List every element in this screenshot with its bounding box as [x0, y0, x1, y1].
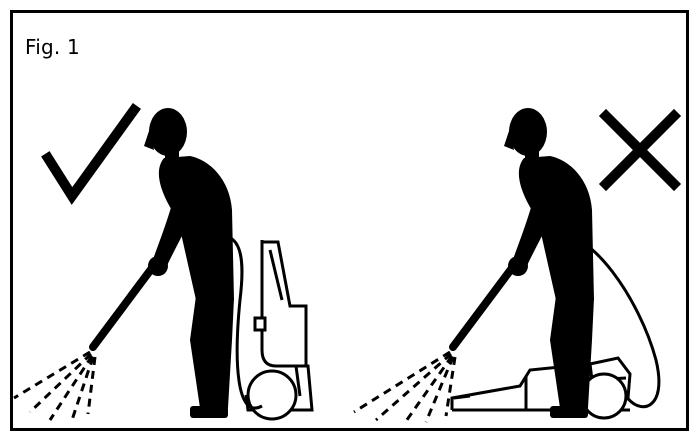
water-spray — [354, 352, 455, 424]
spray-lance — [93, 268, 152, 347]
cross-mark-icon — [606, 116, 674, 184]
panel-correct — [14, 108, 312, 420]
water-spray — [14, 352, 95, 420]
check-mark-icon — [48, 110, 134, 196]
spray-lance — [453, 268, 512, 347]
flat-pressure-washer — [452, 358, 630, 418]
panel-incorrect — [354, 108, 674, 424]
upright-pressure-washer — [246, 240, 312, 419]
operator-silhouette — [504, 108, 594, 418]
operator-silhouette — [144, 108, 234, 418]
